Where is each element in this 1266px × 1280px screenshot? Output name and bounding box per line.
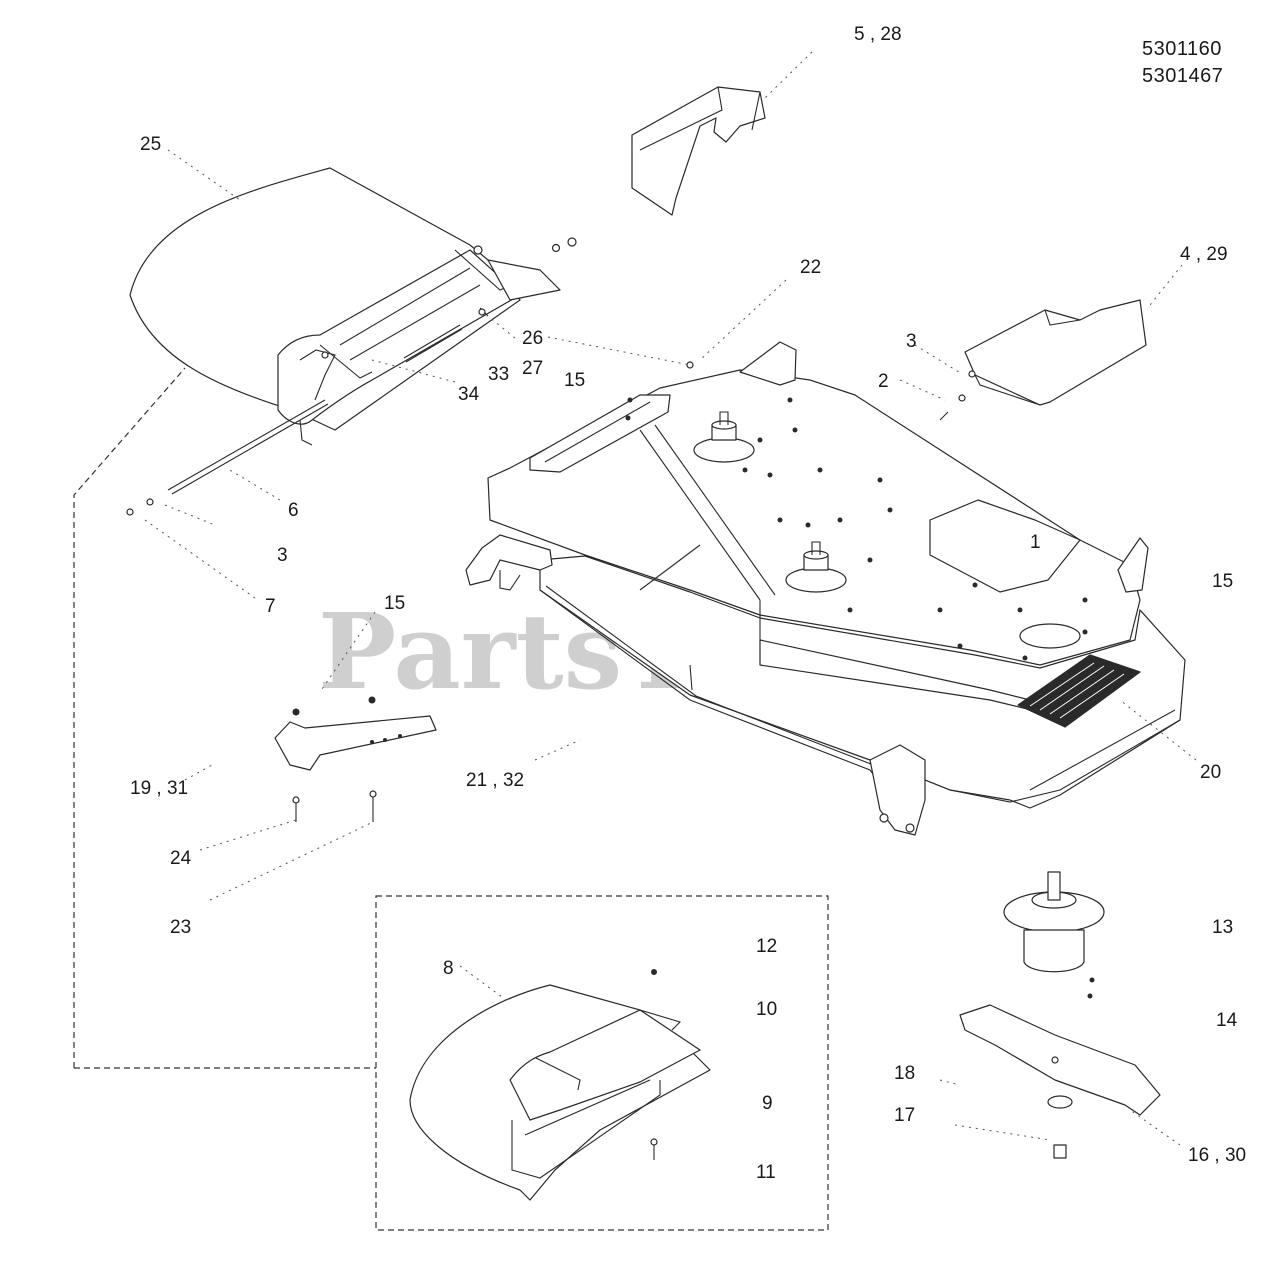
model-number-1: 5301160 [1142, 38, 1222, 60]
part-linkage-21-32[interactable] [539, 585, 926, 836]
part-discharge-chute-25[interactable] [129, 167, 577, 446]
callout-15-left: 15 [384, 593, 405, 614]
callout-3-right: 3 [906, 331, 917, 352]
part-bracket-4-29[interactable] [964, 299, 1147, 406]
callout-24: 24 [170, 848, 192, 869]
callout-8: 8 [443, 958, 454, 979]
callout-12: 12 [756, 936, 777, 957]
callout-20: 20 [1200, 762, 1221, 783]
callout-23: 23 [170, 917, 191, 938]
part-inset-chute-8[interactable] [409, 969, 711, 1201]
part-spindle-13[interactable] [1003, 871, 1105, 999]
callout-17: 17 [894, 1105, 915, 1126]
inset-box [375, 895, 829, 1231]
callout-15-top: 15 [564, 370, 585, 391]
part-hardware-26-27-33-34[interactable] [403, 307, 489, 363]
callout-19-31: 19 , 31 [130, 778, 188, 799]
callout-7: 7 [265, 596, 276, 617]
part-bracket-19-31[interactable] [274, 696, 437, 823]
callout-6: 6 [288, 500, 299, 521]
callout-4-29: 4 , 29 [1180, 244, 1228, 265]
callout-22: 22 [800, 257, 821, 278]
callout-14: 14 [1216, 1010, 1238, 1031]
callout-1: 1 [1030, 532, 1041, 553]
callout-25: 25 [140, 134, 161, 155]
callout-34: 34 [458, 384, 480, 405]
callout-33: 33 [488, 364, 509, 385]
inset-leader-line [73, 367, 186, 1068]
callout-26: 26 [522, 328, 543, 349]
callout-5-28: 5 , 28 [854, 24, 902, 45]
leader-lines [144, 51, 1197, 1146]
callout-10: 10 [756, 999, 777, 1020]
callout-labels: 5 , 28 25 22 4 , 29 26 27 33 15 34 3 2 6… [130, 24, 1246, 1183]
model-number-2: 5301467 [1142, 65, 1223, 87]
part-blade-16-30[interactable] [959, 1004, 1161, 1159]
part-rod-6[interactable] [167, 399, 329, 495]
callout-27: 27 [522, 358, 543, 379]
part-hardware-3-7[interactable] [126, 498, 154, 516]
part-footrest-20[interactable] [1017, 654, 1141, 728]
callout-15-right: 15 [1212, 571, 1233, 592]
callout-18: 18 [894, 1063, 915, 1084]
callout-9: 9 [762, 1093, 773, 1114]
part-mower-deck-1[interactable] [465, 341, 1186, 809]
callout-16-30: 16 , 30 [1188, 1145, 1246, 1166]
part-bracket-5-28[interactable] [631, 86, 766, 216]
callout-13: 13 [1212, 917, 1233, 938]
callout-2: 2 [878, 371, 889, 392]
callout-11: 11 [756, 1162, 776, 1183]
callout-3-left: 3 [277, 545, 288, 566]
part-hardware-2-3[interactable] [939, 370, 976, 421]
callout-21-32: 21 , 32 [466, 770, 524, 791]
